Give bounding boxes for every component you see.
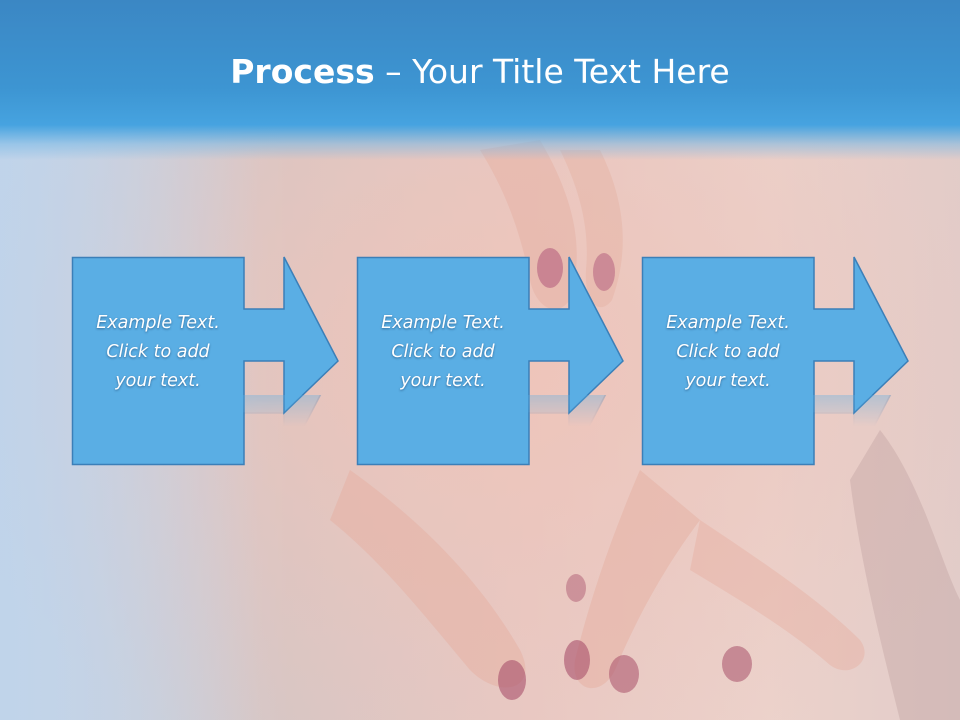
step-3-line-3: your text. bbox=[685, 371, 771, 391]
step-3-line-2: Click to add bbox=[676, 342, 780, 362]
step-3-text: Example Text. Click to add your text. bbox=[642, 309, 814, 396]
step-3-box-arrow-shape bbox=[641, 256, 909, 466]
step-1-line-2: Click to add bbox=[106, 342, 210, 362]
step-1-line-3: your text. bbox=[115, 371, 201, 391]
step-1-box-arrow-shape bbox=[71, 256, 339, 466]
step-2-text: Example Text. Click to add your text. bbox=[357, 309, 529, 396]
step-2-reflection bbox=[357, 395, 623, 465]
step-1-reflection bbox=[72, 395, 338, 465]
slide-title[interactable]: Process – Your Title Text Here bbox=[0, 52, 960, 91]
step-2-box-arrow-shape bbox=[356, 256, 624, 466]
step-2-line-3: your text. bbox=[400, 371, 486, 391]
step-2-line-1: Example Text. bbox=[381, 313, 505, 333]
title-bold: Process bbox=[230, 52, 375, 91]
step-1-line-1: Example Text. bbox=[96, 313, 220, 333]
process-step-1[interactable]: Example Text. Click to add your text. bbox=[71, 256, 339, 466]
title-bar bbox=[0, 0, 960, 160]
process-step-2[interactable]: Example Text. Click to add your text. bbox=[356, 256, 624, 466]
step-3-reflection bbox=[642, 395, 908, 465]
title-dash: – bbox=[374, 52, 413, 91]
step-3-line-1: Example Text. bbox=[666, 313, 790, 333]
step-1-text: Example Text. Click to add your text. bbox=[72, 309, 244, 396]
process-step-3[interactable]: Example Text. Click to add your text. bbox=[641, 256, 909, 466]
step-2-line-2: Click to add bbox=[391, 342, 495, 362]
title-rest: Your Title Text Here bbox=[412, 52, 730, 91]
